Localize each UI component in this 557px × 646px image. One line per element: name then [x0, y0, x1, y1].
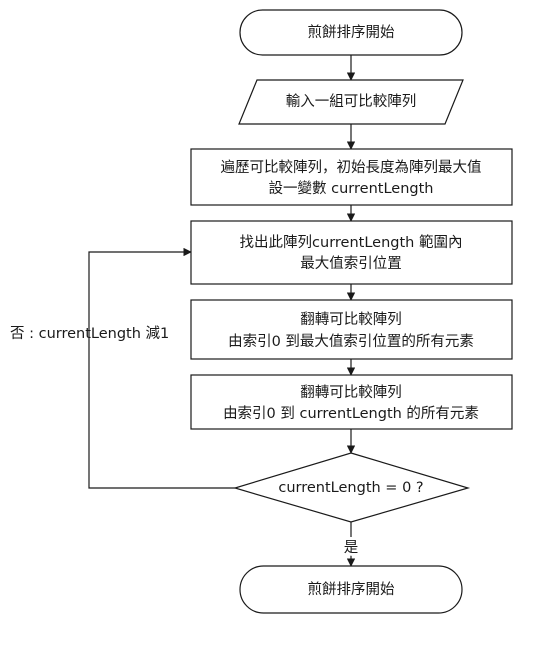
- init-process-box: [190, 148, 513, 206]
- init-label-line1: 遍歷可比較陣列，初始長度為陣列最大值: [221, 158, 482, 176]
- start-terminal: [239, 9, 463, 56]
- flip-max-label-line1: 翻轉可比較陣列: [300, 310, 402, 328]
- edge-loop-back: [88, 247, 235, 489]
- no-branch-label: 否 : currentLength 減1: [10, 325, 169, 342]
- flip-length-label-line1: 翻轉可比較陣列: [300, 383, 402, 401]
- flip-max-label-line2: 由索引0 到最大值索引位置的所有元素: [228, 333, 474, 350]
- input-label: 輸入一組可比較陣列: [286, 92, 417, 110]
- input-parallelogram: [238, 79, 464, 125]
- flip-length-label-line2: 由索引0 到 currentLength 的所有元素: [223, 405, 479, 422]
- decision-diamond: [232, 452, 471, 523]
- flip-max-process-box: [190, 299, 513, 360]
- flip-length-process-box: [190, 374, 513, 430]
- find-max-process-box: [190, 220, 513, 285]
- decision-label: currentLength = 0 ?: [278, 480, 423, 496]
- end-label: 煎餅排序開始: [308, 581, 395, 598]
- find-max-label-line1: 找出此陣列currentLength 範圍內: [240, 233, 463, 251]
- init-label-line2: 設一變數 currentLength: [269, 180, 434, 197]
- end-terminal: [239, 565, 463, 614]
- find-max-label-line2: 最大值索引位置: [300, 255, 402, 272]
- start-label: 煎餅排序開始: [308, 24, 395, 41]
- yes-branch-label: 是: [344, 540, 359, 556]
